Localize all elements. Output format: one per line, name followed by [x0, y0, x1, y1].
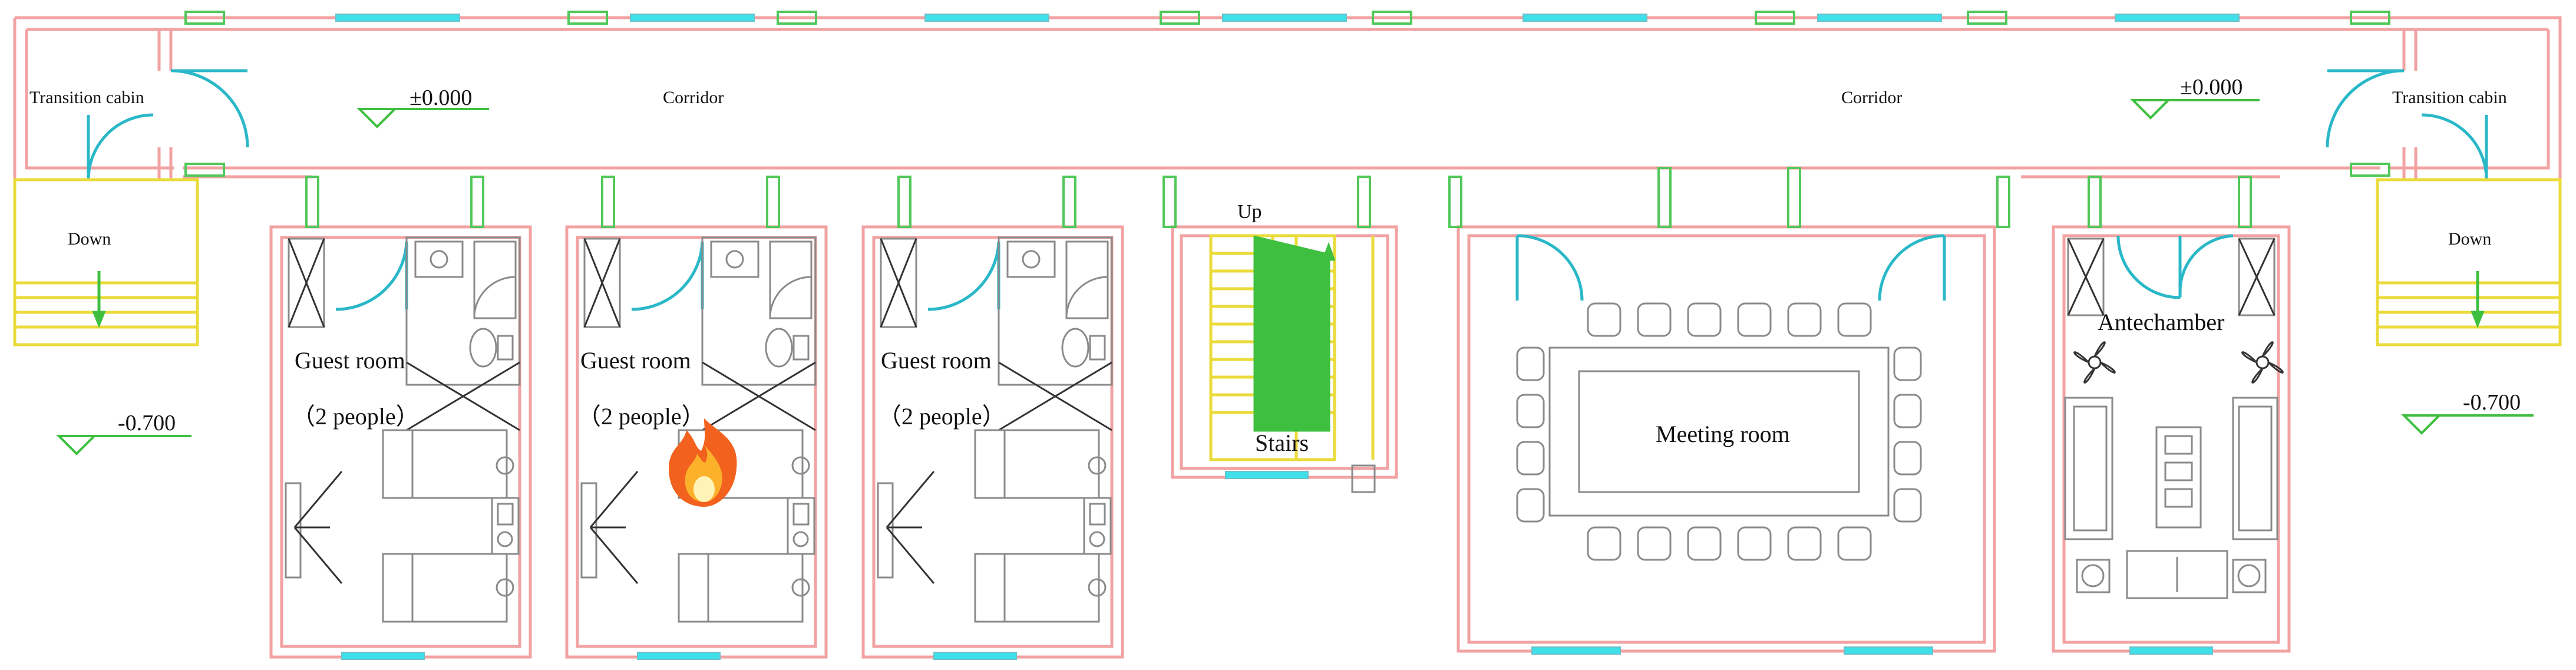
guest-room-1-label: Guest room [295, 347, 405, 374]
labels: Transition cabin Transition cabin Corrid… [29, 75, 2521, 456]
corridor-right-label: Corridor [1841, 88, 1902, 107]
fire-icon [669, 418, 737, 507]
entry-stairs-left [13, 178, 199, 346]
guest-room-3-capacity: （2 people） [878, 403, 1006, 430]
stairwell [1162, 176, 1398, 493]
transition-cabin-right-label: Transition cabin [2392, 88, 2507, 107]
guest-room-2-capacity: （2 people） [577, 403, 705, 430]
guest-room-2-label: Guest room [580, 347, 691, 374]
transition-cabin-doors [87, 69, 2488, 180]
ceiling-fan-icon [2073, 341, 2116, 384]
level-corridor-left: ±0.000 [409, 85, 472, 110]
elevation-triangle-icon [56, 435, 191, 456]
level-corridor-right: ±0.000 [2180, 75, 2243, 100]
meeting-chairs [1516, 302, 1922, 561]
transition-cabin-left-label: Transition cabin [29, 88, 144, 107]
guest-room-3-label: Guest room [881, 347, 992, 374]
entry-stairs-right [2376, 178, 2562, 346]
guest-room-1-capacity: （2 people） [292, 403, 420, 430]
elevation-triangle-icon [2130, 99, 2260, 120]
meeting-room-label: Meeting room [1656, 421, 1790, 447]
corridor-left-label: Corridor [663, 88, 724, 107]
stairs-up-label: Up [1237, 201, 1262, 223]
level-outside-left: -0.700 [118, 411, 176, 435]
antechamber-label: Antechamber [2098, 309, 2224, 335]
down-right-label: Down [2448, 229, 2491, 249]
down-left-label: Down [68, 229, 111, 249]
stairs-label: Stairs [1255, 430, 1309, 456]
elevation-triangle-icon [356, 108, 489, 128]
level-outside-right: -0.700 [2463, 390, 2521, 415]
meeting-room [1448, 167, 2010, 655]
corridor-walls [13, 16, 2562, 181]
corridor-windows [184, 11, 2390, 177]
ceiling-fan-icon [2241, 341, 2284, 384]
antechamber-room [2052, 176, 2291, 655]
elevation-triangle-icon [2401, 414, 2534, 435]
